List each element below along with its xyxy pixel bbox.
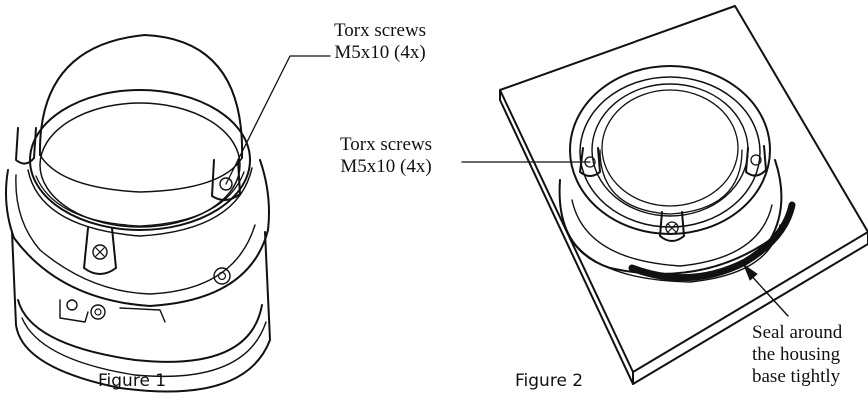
figure1-screws-callout: Torx screws M5x10 (4x) [334, 20, 426, 64]
figure2-callout-line2: M5x10 (4x) [340, 156, 432, 177]
figure1-callout-line2: M5x10 (4x) [334, 42, 426, 63]
seal-note: Seal around the housing base tightly [752, 322, 842, 388]
figure2-caption: Figure 2 [515, 371, 584, 391]
figure1-caption: Figure 1 [98, 371, 167, 391]
housing-seal [628, 201, 796, 282]
seal-note-line1: Seal around [752, 322, 843, 343]
seal-note-line3: base tightly [752, 366, 841, 387]
figure1-callout-line1: Torx screws [334, 20, 427, 41]
figure2-camera-drawing [461, 5, 868, 385]
seal-note-line2: the housing [752, 344, 841, 365]
seal-arrow [743, 264, 789, 317]
figure1-camera-drawing [5, 34, 331, 393]
figure2-screws-callout: Torx screws M5x10 (4x) [340, 134, 432, 178]
figure2-callout-line1: Torx screws [340, 134, 433, 155]
